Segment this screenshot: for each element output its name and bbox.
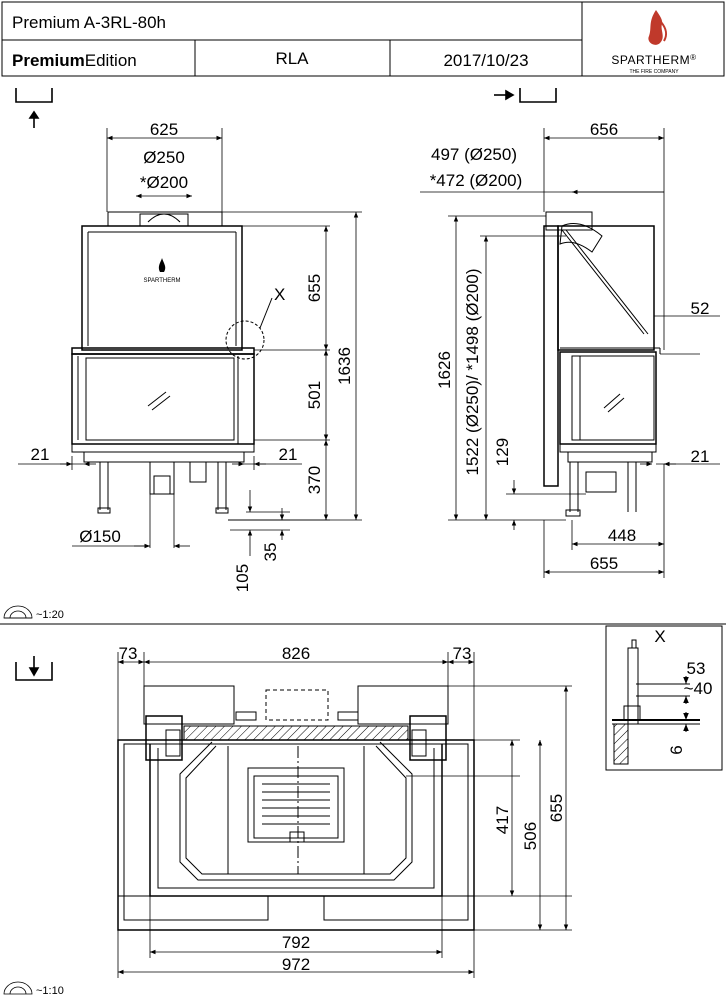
front-width-625: 625 xyxy=(150,120,178,139)
side-view-symbol xyxy=(494,88,557,103)
front-h-501: 501 xyxy=(305,381,324,409)
side-d-448: 448 xyxy=(608,526,636,545)
side-view xyxy=(543,211,661,517)
plan-dimensions xyxy=(117,652,572,978)
side-d-655: 655 xyxy=(590,554,618,573)
plan-w-73-left: 73 xyxy=(119,644,138,663)
brand-name: SPARTHERM® xyxy=(611,53,696,67)
front-logo-text: SPARTHERM xyxy=(143,278,180,284)
plan-d-417: 417 xyxy=(493,806,512,834)
side-d-21: 21 xyxy=(691,447,710,466)
detail-x-label: X xyxy=(274,285,285,304)
front-side-21-left: 21 xyxy=(31,445,50,464)
flame-logo-icon xyxy=(648,10,668,45)
front-dimensions xyxy=(18,128,362,556)
brand-tagline: THE FIRE COMPANY xyxy=(629,69,679,75)
side-d-52: 52 xyxy=(691,299,710,318)
front-h-370: 370 xyxy=(305,466,324,494)
plan-view xyxy=(117,685,475,931)
scale-icon-bottom xyxy=(3,981,33,995)
front-h-1636: 1636 xyxy=(335,347,354,385)
model-title: Premium A-3RL-80h xyxy=(12,13,166,32)
front-flue-200: *Ø200 xyxy=(140,173,188,192)
front-foot-105: 105 xyxy=(233,564,252,592)
plan-view-symbol xyxy=(15,656,53,681)
plan-w-972: 972 xyxy=(282,955,310,974)
variant-label: RLA xyxy=(275,49,309,68)
side-dimensions xyxy=(420,128,720,578)
plan-w-792: 792 xyxy=(282,933,310,952)
side-h-1626: 1626 xyxy=(435,351,454,389)
front-view xyxy=(71,211,273,514)
title-block xyxy=(1,1,725,77)
side-h-flue: 1522 (Ø250)/ *1498 (Ø200) xyxy=(463,269,482,476)
front-flue-250: Ø250 xyxy=(143,148,185,167)
edition-label: PremiumEdition xyxy=(12,51,137,70)
front-air-150: Ø150 xyxy=(79,527,121,546)
scale-label-bottom: ~1:10 xyxy=(36,985,64,997)
detail-d-40: ~40 xyxy=(684,679,713,698)
front-view-symbol xyxy=(15,88,53,128)
front-flame-icon xyxy=(158,258,166,272)
detail-x-box xyxy=(605,625,723,771)
front-foot-35: 35 xyxy=(261,543,280,562)
scale-label-top: ~1:20 xyxy=(36,609,64,621)
plan-d-655: 655 xyxy=(547,794,566,822)
detail-d-53: 53 xyxy=(687,659,706,678)
front-side-21-right: 21 xyxy=(279,445,298,464)
detail-title: X xyxy=(654,627,665,646)
plan-w-73-right: 73 xyxy=(453,644,472,663)
scale-icon-top xyxy=(3,605,33,619)
brand-reg: ® xyxy=(690,53,696,62)
edition-rest: Edition xyxy=(85,51,137,70)
side-flue-pos-250: 497 (Ø250) xyxy=(431,145,517,164)
front-h-655: 655 xyxy=(305,274,324,302)
edition-bold: Premium xyxy=(12,51,85,70)
side-flue-pos-200: *472 (Ø200) xyxy=(430,171,523,190)
date-label: 2017/10/23 xyxy=(443,51,528,70)
plan-d-506: 506 xyxy=(521,822,540,850)
side-depth-656: 656 xyxy=(590,120,618,139)
detail-d-6: 6 xyxy=(667,745,686,754)
plan-w-826: 826 xyxy=(282,644,310,663)
side-h-129: 129 xyxy=(493,438,512,466)
brand-text: SPARTHERM xyxy=(611,53,690,67)
